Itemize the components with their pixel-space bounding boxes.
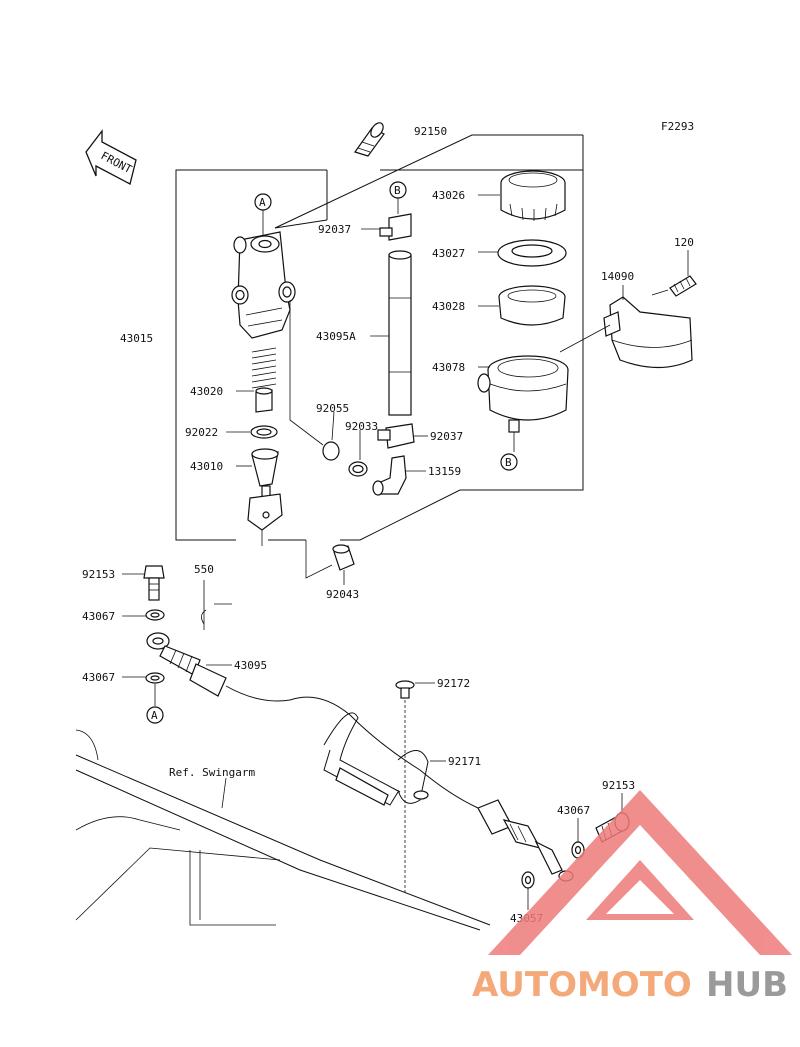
hose-line <box>225 685 479 809</box>
label-92153-right: 92153 <box>602 779 635 792</box>
cotter-pin-550 <box>201 580 232 630</box>
part-labels: 92150 43026 92037 120 43027 14090 43028 … <box>82 125 694 925</box>
watermark-triangle-icon <box>488 790 792 955</box>
callout-b-top-label: B <box>394 184 401 197</box>
screw-92172 <box>395 680 415 895</box>
callout-a-bottom-label: A <box>151 709 158 722</box>
label-43020: 43020 <box>190 385 223 398</box>
label-550: 550 <box>194 563 214 576</box>
spring-43020 <box>251 347 277 413</box>
ring-92022 <box>250 425 278 439</box>
assembly-outline <box>175 134 584 541</box>
pushrod-43010 <box>247 448 283 531</box>
diaphragm-43027 <box>497 239 567 267</box>
washer-43067-a <box>145 609 165 621</box>
clamp-92037-top <box>379 213 412 241</box>
hose-43095A <box>388 250 412 416</box>
swingarm-ref <box>75 729 491 931</box>
reservoir-43078 <box>477 355 569 433</box>
ref-swingarm-label: Ref. Swingarm <box>169 766 255 779</box>
label-92055: 92055 <box>316 402 349 415</box>
plate-43028 <box>498 285 566 326</box>
label-13159: 13159 <box>428 465 461 478</box>
callout-a-bottom <box>146 706 164 724</box>
label-92153-left: 92153 <box>82 568 115 581</box>
hose-guide-92171 <box>323 712 429 806</box>
label-43095A: 43095A <box>316 330 356 343</box>
callout-a-top-label: A <box>259 196 266 209</box>
label-43026: 43026 <box>432 189 465 202</box>
figure-code: F2293 <box>661 120 694 133</box>
callout-b-bottom <box>500 453 518 471</box>
hose-end-right <box>477 799 574 882</box>
watermark-text-part1: AUTOMOTO <box>472 965 692 1005</box>
label-43067-b: 43067 <box>82 671 115 684</box>
screw-120 <box>651 250 697 297</box>
watermark-logo <box>488 790 792 955</box>
label-92171: 92171 <box>448 755 481 768</box>
washer-43067-b <box>145 672 165 684</box>
label-92037-bottom: 92037 <box>430 430 463 443</box>
washer-43067-c <box>571 841 585 859</box>
label-120: 120 <box>674 236 694 249</box>
label-43078: 43078 <box>432 361 465 374</box>
pin-92043 <box>305 540 355 585</box>
front-arrow-icon: FRONT <box>85 129 137 185</box>
elbow-13159 <box>372 455 407 496</box>
cap-43026 <box>500 170 566 221</box>
washer-43057 <box>521 871 535 889</box>
label-92037-top: 92037 <box>318 223 351 236</box>
label-92150: 92150 <box>414 125 447 138</box>
bolt-92153-left <box>143 565 165 601</box>
label-43095: 43095 <box>234 659 267 672</box>
snapring-92033 <box>348 461 368 477</box>
clamp-92037-bottom <box>377 423 415 449</box>
label-43028: 43028 <box>432 300 465 313</box>
label-92172: 92172 <box>437 677 470 690</box>
watermark-text-part2: HUB <box>706 965 788 1005</box>
oring-92055 <box>322 441 340 461</box>
bolt-92150 <box>274 122 385 229</box>
bracket-14090 <box>603 296 693 369</box>
label-43067-a: 43067 <box>82 610 115 623</box>
label-92033: 92033 <box>345 420 378 433</box>
label-92022: 92022 <box>185 426 218 439</box>
callout-b-bottom-label: B <box>505 456 512 469</box>
label-92043: 92043 <box>326 588 359 601</box>
label-43015: 43015 <box>120 332 153 345</box>
master-cylinder-body <box>231 231 296 339</box>
label-14090: 14090 <box>601 270 634 283</box>
label-43027: 43027 <box>432 247 465 260</box>
hose-43095 <box>146 632 227 697</box>
label-43067-c: 43067 <box>557 804 590 817</box>
label-43010: 43010 <box>190 460 223 473</box>
